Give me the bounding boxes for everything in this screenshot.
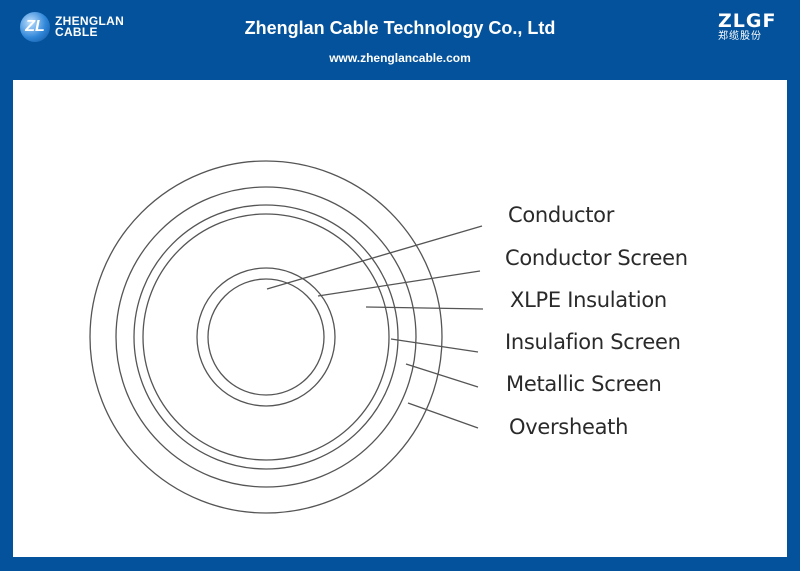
layer-circle bbox=[89, 160, 443, 514]
logo-wordmark: ZHENGLAN CABLE bbox=[55, 14, 125, 39]
layer-label: XLPE Insulation bbox=[510, 288, 667, 312]
company-logo: ZL ZHENGLAN CABLE bbox=[20, 12, 124, 42]
layer-circle bbox=[196, 267, 336, 407]
zlgf-brand: ZLGF bbox=[718, 10, 777, 32]
logo-line-2: CABLE bbox=[55, 25, 98, 39]
leader-line bbox=[390, 338, 479, 353]
leader-lines bbox=[266, 225, 484, 429]
layer-circle bbox=[207, 278, 325, 396]
layer-circle bbox=[142, 213, 390, 461]
layer-label: Oversheath bbox=[509, 415, 629, 439]
leader-line bbox=[405, 363, 479, 388]
layer-label: Conductor bbox=[508, 203, 615, 227]
company-website: www.zhenglancable.com bbox=[329, 51, 471, 65]
logo-line-1: ZHENGLAN bbox=[55, 14, 125, 28]
leader-line bbox=[407, 402, 479, 429]
layer-circle bbox=[115, 186, 417, 488]
layer-label: Metallic Screen bbox=[506, 372, 662, 396]
leader-line bbox=[317, 270, 481, 297]
zlgf-chinese-name: 郑缆股份 bbox=[718, 31, 762, 42]
layer-label: Conductor Screen bbox=[505, 246, 688, 270]
zlgf-logo: ZLGF 郑缆股份 bbox=[718, 12, 776, 43]
layer-label: Insulafion Screen bbox=[505, 330, 681, 354]
cable-layer-circles bbox=[89, 160, 443, 514]
leader-line bbox=[365, 306, 484, 310]
layer-circle bbox=[133, 204, 399, 470]
diagram-panel bbox=[13, 80, 787, 557]
logo-mark-icon: ZL bbox=[20, 12, 50, 42]
logo-mark-text: ZL bbox=[25, 18, 45, 35]
header-banner: ZL ZHENGLAN CABLE Zhenglan Cable Technol… bbox=[0, 0, 800, 80]
leader-line bbox=[266, 225, 483, 290]
company-title: Zhenglan Cable Technology Co., Ltd bbox=[244, 18, 556, 38]
